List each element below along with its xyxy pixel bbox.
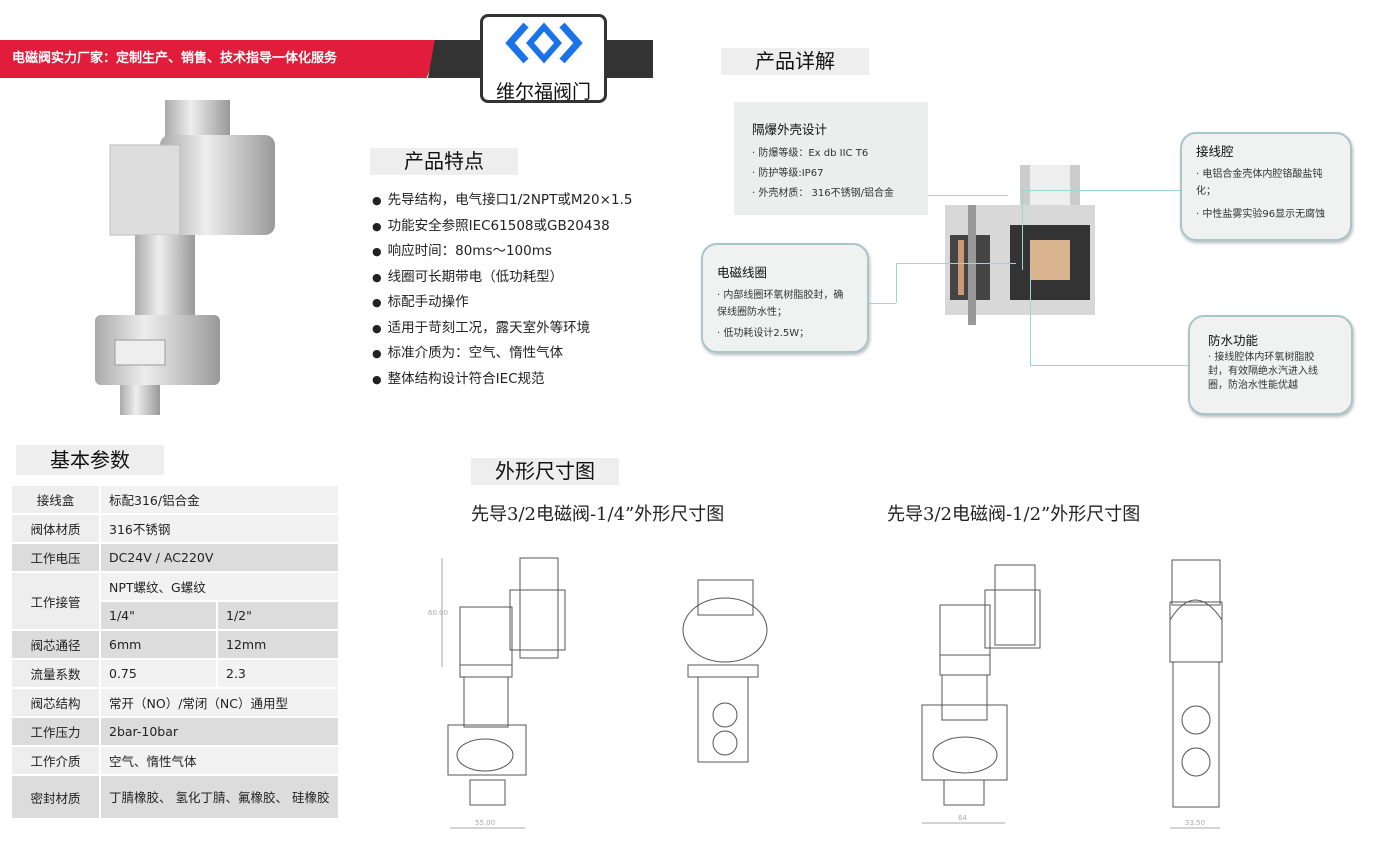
param-key: 阀芯结构 bbox=[12, 689, 99, 716]
connector-line bbox=[868, 303, 896, 304]
table-row: 1/4"1/2" bbox=[12, 602, 338, 629]
feature-item: 功能安全参照IEC61508或GB20438 bbox=[372, 214, 632, 240]
callout-text: 电铝合金壳体内腔铬酸盐钝化； bbox=[1196, 169, 1323, 197]
callout-waterproof: 防水功能 · 接线腔体内环氧树脂胶封，有效隔绝水汽进入线圈，防治水性能优越 bbox=[1188, 315, 1353, 415]
brand-logo: 维尔福阀门 bbox=[480, 14, 607, 103]
features-list: 先导结构，电气接口1/2NPT或M20×1.5 功能安全参照IEC61508或G… bbox=[372, 188, 633, 393]
feature-item: 整体结构设计符合IEC规范 bbox=[372, 367, 632, 393]
connector-line bbox=[1030, 365, 1188, 366]
table-row: 阀芯结构常开（NO）/常闭（NC）通用型 bbox=[12, 689, 338, 716]
callout-wiring-chamber: 接线腔 · 电铝合金壳体内腔铬酸盐钝化； · 中性盐雾实验96显示无腐蚀 bbox=[1180, 132, 1352, 241]
callout-text: 低功耗设计2.5W； bbox=[723, 328, 810, 339]
param-key: 密封材质 bbox=[12, 776, 99, 818]
param-key: 工作接管 bbox=[12, 573, 99, 629]
params-title: 基本参数 bbox=[16, 445, 164, 475]
dimension-label: 55.00 bbox=[475, 819, 495, 827]
callout-text: 外壳材质： 316不锈钢/铝合金 bbox=[758, 188, 894, 199]
header-banner: 电磁阀实力厂家：定制生产、销售、技术指导一体化服务 bbox=[0, 40, 440, 78]
callout-item: · 接线腔体内环氧树脂胶封，有效隔绝水汽进入线圈，防治水性能优越 bbox=[1208, 352, 1318, 391]
feature-item: 标准介质为：空气、惰性气体 bbox=[372, 341, 632, 367]
callout-text: 中性盐雾实验96显示无腐蚀 bbox=[1202, 209, 1326, 220]
param-value: 丁腈橡胶、 氢化丁腈、氟橡胶、 硅橡胶 bbox=[101, 776, 338, 818]
dimension-drawing-1: 60.00 55.00 bbox=[428, 557, 768, 829]
param-key: 工作介质 bbox=[12, 747, 99, 774]
callout-solenoid-coil: 电磁线圈 · 内部线圈环氧树脂胶封，确保线圈防水性； · 低功耗设计2.5W； bbox=[701, 243, 869, 353]
feature-item: 响应时间：80ms～100ms bbox=[372, 239, 632, 265]
drawing1-caption: 先导3/2电磁阀-1/4”外形尺寸图 bbox=[471, 504, 725, 525]
connector-line bbox=[1022, 190, 1023, 270]
param-key: 工作电压 bbox=[12, 544, 99, 571]
connector-line bbox=[1030, 270, 1031, 365]
drawing2-caption: 先导3/2电磁阀-1/2”外形尺寸图 bbox=[887, 504, 1141, 525]
logo-text: 维尔福阀门 bbox=[495, 81, 591, 103]
feature-item: 适用于苛刻工况，露天室外等环境 bbox=[372, 316, 632, 342]
callout-item: · 防护等级:IP67 bbox=[752, 168, 824, 179]
param-value: NPT螺纹、G螺纹 bbox=[101, 573, 338, 600]
callout-text: 防爆等级：Ex db IIC T6 bbox=[758, 148, 869, 159]
table-row: 密封材质丁腈橡胶、 氢化丁腈、氟橡胶、 硅橡胶 bbox=[12, 776, 338, 818]
callout-item: · 内部线圈环氧树脂胶封，确保线圈防水性； bbox=[717, 290, 844, 318]
param-key: 流量系数 bbox=[12, 660, 99, 687]
dimension-drawing-2: 64 33.50 bbox=[921, 559, 1223, 829]
detail-title: 产品详解 bbox=[721, 48, 869, 75]
param-key: 阀芯通径 bbox=[12, 631, 99, 658]
callout-item: · 中性盐雾实验96显示无腐蚀 bbox=[1196, 209, 1326, 220]
logo-icon bbox=[504, 22, 583, 64]
connector-line bbox=[896, 263, 897, 303]
connector-line bbox=[928, 195, 1008, 196]
param-value: 6mm bbox=[101, 631, 216, 658]
callout-text: 内部线圈环氧树脂胶封，确保线圈防水性； bbox=[717, 290, 844, 318]
param-value: 标配316/铝合金 bbox=[101, 486, 338, 513]
features-title: 产品特点 bbox=[370, 148, 518, 175]
feature-item: 线圈可长期带电（低功耗型） bbox=[372, 265, 632, 291]
feature-item: 标配手动操作 bbox=[372, 290, 632, 316]
param-value: 空气、惰性气体 bbox=[101, 747, 338, 774]
callout-explosion-proof: 隔爆外壳设计 · 防爆等级：Ex db IIC T6 · 防护等级:IP67 ·… bbox=[734, 102, 928, 215]
connector-line bbox=[1022, 190, 1180, 191]
param-value: 2.3 bbox=[218, 660, 338, 687]
feature-item: 先导结构，电气接口1/2NPT或M20×1.5 bbox=[372, 188, 633, 214]
valve-cutaway-illustration bbox=[945, 165, 1095, 325]
param-key: 接线盒 bbox=[12, 486, 99, 513]
dimension-label: 60.00 bbox=[428, 609, 448, 617]
param-value: 1/2" bbox=[218, 602, 338, 629]
dimension-label: 64 bbox=[958, 814, 967, 822]
callout-text: 防护等级:IP67 bbox=[758, 168, 824, 179]
param-value: 316不锈钢 bbox=[101, 515, 338, 542]
param-value: 1/4" bbox=[101, 602, 216, 629]
param-value: 常开（NO）/常闭（NC）通用型 bbox=[101, 689, 338, 716]
param-key: 阀体材质 bbox=[12, 515, 99, 542]
param-key: 工作压力 bbox=[12, 718, 99, 745]
callout-item: · 外壳材质： 316不锈钢/铝合金 bbox=[752, 188, 894, 199]
dimensions-title: 外形尺寸图 bbox=[471, 458, 619, 485]
dimension-label: 33.50 bbox=[1185, 819, 1205, 827]
callout-title: 防水功能 bbox=[1208, 333, 1259, 348]
table-row: 接线盒标配316/铝合金 bbox=[12, 486, 338, 513]
param-value: 2bar-10bar bbox=[101, 718, 338, 745]
param-value: 0.75 bbox=[101, 660, 216, 687]
callout-title: 电磁线圈 bbox=[717, 265, 768, 280]
param-value: DC24V / AC220V bbox=[101, 544, 338, 571]
callout-item: · 防爆等级：Ex db IIC T6 bbox=[752, 148, 869, 159]
callout-item: · 低功耗设计2.5W； bbox=[717, 328, 810, 339]
connector-line bbox=[896, 263, 1016, 264]
callout-title: 接线腔 bbox=[1196, 144, 1234, 159]
table-row: 工作介质空气、惰性气体 bbox=[12, 747, 338, 774]
callout-title: 隔爆外壳设计 bbox=[752, 122, 828, 137]
callout-text: 接线腔体内环氧树脂胶封，有效隔绝水汽进入线圈，防治水性能优越 bbox=[1208, 352, 1318, 391]
param-value: 12mm bbox=[218, 631, 338, 658]
callout-item: · 电铝合金壳体内腔铬酸盐钝化； bbox=[1196, 169, 1323, 197]
product-photo bbox=[95, 100, 275, 415]
